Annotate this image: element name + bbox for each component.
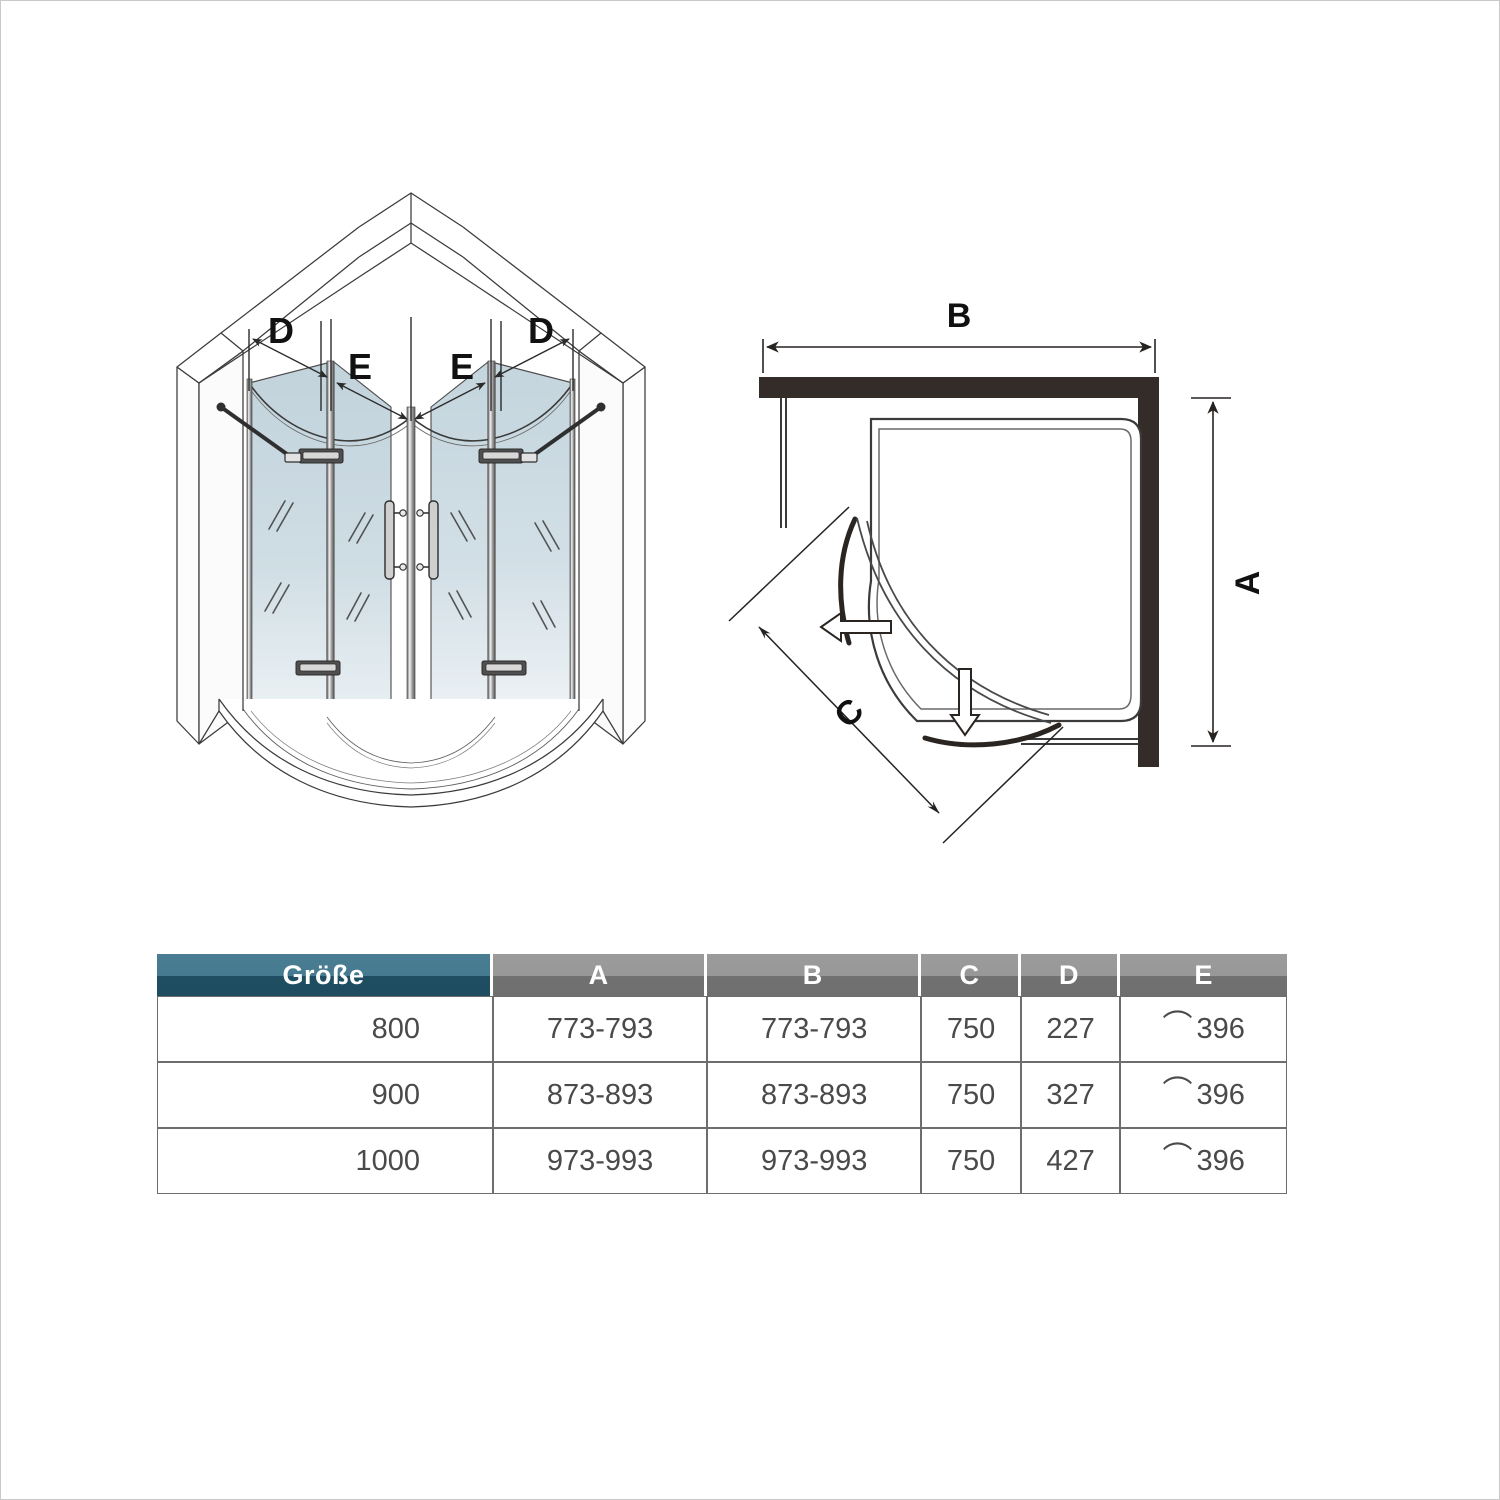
dimension-table: Größe A B C D E 800 773-793 773-793 750 … <box>157 954 1287 1194</box>
iso-hinge-upper-left <box>298 448 344 464</box>
cell-size-2: 1000 <box>157 1128 493 1194</box>
plan-enclosure-frame <box>780 398 1138 745</box>
header-cell-e: E <box>1120 954 1287 996</box>
cell-e-1: ⌒396 <box>1120 1062 1287 1128</box>
cell-size-1: 900 <box>157 1062 493 1128</box>
cell-d-0: 227 <box>1020 996 1121 1062</box>
table-row: 1000 973-993 973-993 750 427 ⌒396 <box>157 1128 1287 1194</box>
table-header-row: Größe A B C D E <box>157 954 1287 996</box>
cell-e-value-0: 396 <box>1196 1012 1245 1045</box>
iso-hinge-lower-right <box>481 660 527 676</box>
header-cell-c: C <box>921 954 1021 996</box>
cell-size-0: 800 <box>157 996 493 1062</box>
isometric-shower-drawing: D E E D <box>151 192 671 821</box>
arc-icon: ⌒ <box>1162 1075 1193 1109</box>
plan-label-c: C <box>827 691 871 735</box>
cell-e-value-1: 396 <box>1196 1078 1245 1111</box>
plan-direction-arrow-lower <box>949 668 981 737</box>
iso-label-e-right: E <box>450 346 474 387</box>
header-cell-b: B <box>707 954 922 996</box>
header-cell-a: A <box>493 954 708 996</box>
header-cell-d: D <box>1020 954 1121 996</box>
arc-icon: ⌒ <box>1162 1009 1193 1043</box>
plan-shower-drawing: B A C <box>721 291 1301 871</box>
table-row: 900 873-893 873-893 750 327 ⌒396 <box>157 1062 1287 1128</box>
plan-label-b: B <box>947 297 972 335</box>
cell-b-0: 773-793 <box>707 996 922 1062</box>
iso-support-bar-right <box>520 402 606 463</box>
table-body: 800 773-793 773-793 750 227 ⌒396 900 873… <box>157 996 1287 1194</box>
iso-door-handle-right <box>416 500 439 580</box>
cell-a-1: 873-893 <box>493 1062 708 1128</box>
cell-e-2: ⌒396 <box>1120 1128 1287 1194</box>
plan-dimension-a <box>1191 397 1231 747</box>
cell-a-0: 773-793 <box>493 996 708 1062</box>
cell-e-0: ⌒396 <box>1120 996 1287 1062</box>
iso-support-bar-left <box>216 402 302 463</box>
iso-hinge-upper-right <box>478 448 524 464</box>
cell-d-2: 427 <box>1020 1128 1121 1194</box>
plan-dimension-c <box>728 506 1064 844</box>
plan-dimension-b <box>762 339 1156 373</box>
plan-walls <box>759 377 1159 767</box>
cell-c-0: 750 <box>921 996 1021 1062</box>
table-header: Größe A B C D E <box>157 954 1287 996</box>
iso-door-handle-left <box>384 500 407 580</box>
iso-hinge-lower-left <box>295 660 341 676</box>
iso-label-d-right: D <box>528 310 554 351</box>
iso-shower-tray <box>198 698 624 808</box>
iso-label-d-left: D <box>268 310 294 351</box>
cell-e-value-2: 396 <box>1196 1144 1245 1177</box>
cell-b-2: 973-993 <box>707 1128 922 1194</box>
cell-c-1: 750 <box>921 1062 1021 1128</box>
cell-a-2: 973-993 <box>493 1128 708 1194</box>
cell-c-2: 750 <box>921 1128 1021 1194</box>
cell-b-1: 873-893 <box>707 1062 922 1128</box>
plan-shower-tray <box>867 417 1143 723</box>
arc-icon: ⌒ <box>1162 1141 1193 1175</box>
iso-dimension-lines <box>248 317 574 421</box>
plan-label-a: A <box>1229 571 1267 596</box>
glass-reflection-marks <box>264 500 560 630</box>
header-cell-size: Größe <box>157 954 493 996</box>
table-row: 800 773-793 773-793 750 227 ⌒396 <box>157 996 1287 1062</box>
iso-label-e-left: E <box>348 346 372 387</box>
cell-d-1: 327 <box>1020 1062 1121 1128</box>
